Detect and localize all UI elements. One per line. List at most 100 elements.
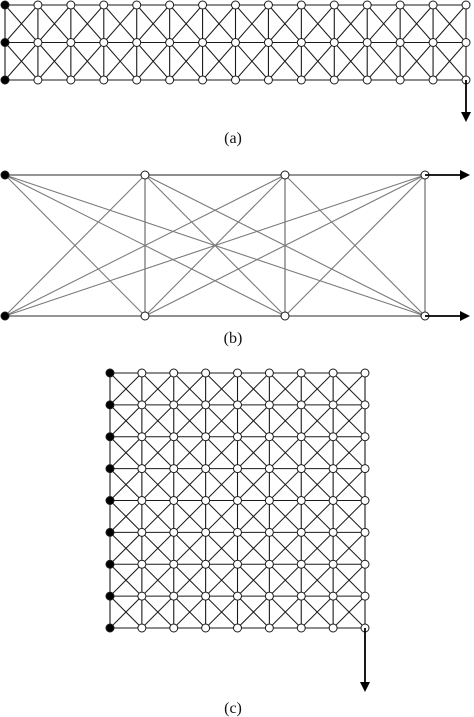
free-node (233, 623, 242, 633)
diagonal-member (269, 563, 302, 597)
diagonal-member (300, 4, 335, 43)
free-node (231, 75, 240, 85)
diagonal-member (269, 595, 302, 629)
free-node (233, 464, 242, 474)
diagonal-member (141, 563, 175, 597)
diagonal-member (332, 404, 366, 438)
free-node (296, 559, 306, 569)
diagonal-member (300, 436, 334, 469)
free-node (360, 432, 370, 442)
diagonal-member (333, 4, 368, 43)
diagonal-member (144, 174, 286, 317)
diagonal-member (205, 532, 238, 565)
free-node (264, 496, 274, 505)
diagonal-member (109, 436, 143, 469)
free-node (360, 527, 370, 537)
free-node (329, 75, 339, 85)
free-node (362, 75, 372, 85)
fixed-support-node (105, 559, 115, 569)
free-node (137, 432, 147, 442)
free-node (263, 38, 273, 47)
diagonal-member (173, 500, 206, 533)
diagonal-member (141, 532, 175, 565)
diagonal-member (205, 404, 238, 438)
free-node (263, 75, 273, 85)
free-node (360, 464, 370, 474)
free-node (66, 75, 76, 85)
free-node (328, 496, 338, 505)
diagonal-member (399, 42, 434, 81)
free-node (132, 38, 142, 47)
panel-c-caption: (c) (224, 700, 242, 717)
free-node (201, 591, 211, 601)
free-node (328, 527, 338, 537)
free-node (360, 559, 370, 569)
free-node (169, 496, 179, 505)
diagonal-member (269, 404, 302, 438)
free-node (296, 368, 306, 378)
diagonal-member (300, 404, 334, 438)
diagonal-member (300, 42, 335, 81)
diagonal-member (366, 42, 401, 81)
free-node (296, 0, 306, 10)
free-node (362, 0, 372, 10)
fixed-support-node (105, 400, 115, 410)
free-node (231, 38, 240, 47)
free-node (233, 591, 242, 601)
diagonal-member (332, 532, 366, 565)
panel-a-caption: (a) (224, 130, 242, 147)
free-node (99, 0, 109, 10)
free-node (201, 464, 211, 474)
free-node (328, 559, 338, 569)
diagonal-member (269, 468, 302, 501)
diagonal-member (173, 436, 206, 469)
free-node (264, 400, 274, 410)
diagonal-member (202, 42, 236, 81)
free-node (264, 591, 274, 601)
diagonal-member (235, 4, 269, 43)
diagonal-member (284, 174, 426, 317)
diagonal-member (332, 436, 366, 469)
free-node (132, 75, 142, 85)
free-node (280, 311, 290, 321)
free-node (140, 170, 150, 180)
fixed-support-node (0, 311, 10, 321)
diagonal-member (141, 595, 175, 629)
free-node (201, 623, 211, 633)
diagonal-member (173, 468, 206, 501)
diagonal-member (332, 563, 366, 597)
free-node (66, 0, 76, 10)
diagonal-member (237, 595, 270, 629)
diagonal-member (173, 372, 206, 406)
fixed-support-node (0, 75, 10, 85)
free-node (99, 75, 109, 85)
free-node (264, 527, 274, 537)
free-node (201, 559, 211, 569)
free-node (329, 0, 339, 10)
diagonal-member (173, 532, 206, 565)
diagonal-member (169, 42, 203, 81)
diagonal-member (237, 468, 270, 501)
free-node (137, 527, 147, 537)
diagonal-member (205, 500, 238, 533)
free-node (233, 432, 242, 442)
free-node (165, 0, 175, 10)
diagonal-member (109, 563, 143, 597)
diagonal-member (173, 595, 206, 629)
free-node (198, 75, 208, 85)
diagonal-member (332, 468, 366, 501)
diagonal-member (109, 532, 143, 565)
free-node (169, 623, 179, 633)
diagonal-member (269, 372, 302, 406)
diagonal-member (269, 532, 302, 565)
fixed-support-node (105, 496, 115, 505)
diagonal-member (37, 4, 72, 43)
diagonal-member (432, 4, 467, 43)
free-node (428, 0, 438, 10)
diagonal-member (103, 4, 138, 43)
diagonal-member (235, 42, 269, 81)
free-node (169, 464, 179, 474)
free-node (296, 75, 306, 85)
diagonal-member (332, 372, 366, 406)
